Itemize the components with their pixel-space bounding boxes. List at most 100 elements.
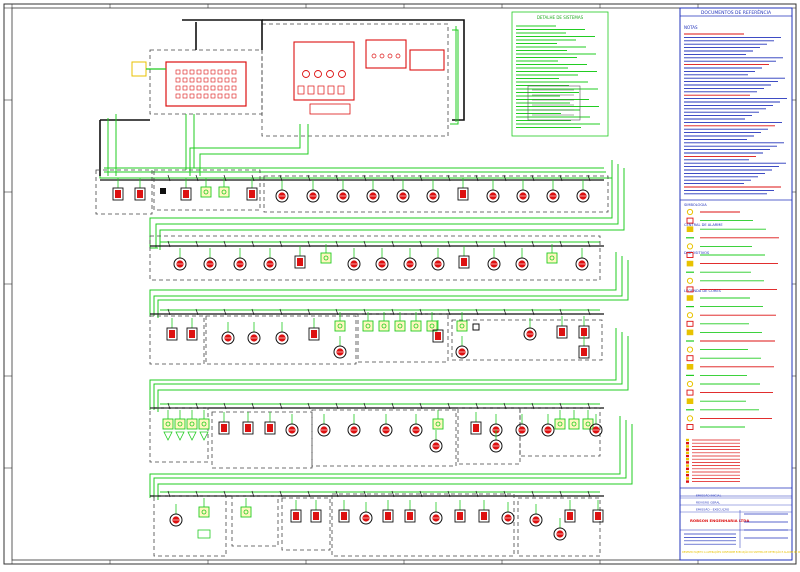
interface-module-icon: [426, 312, 438, 332]
wire-tick: [223, 174, 227, 182]
module-box: [546, 252, 558, 264]
detector-ring: [431, 257, 445, 271]
detector-ring: [575, 257, 589, 271]
station-core: [169, 330, 175, 338]
station-box: [478, 509, 490, 523]
legend-color-swatch: [686, 470, 689, 474]
smoke-detector-icon: [589, 414, 603, 437]
equipment-detail: [297, 53, 401, 115]
station-core: [385, 512, 391, 520]
smoke-detector-icon: [317, 414, 331, 437]
detector-ring: [546, 189, 560, 203]
smoke-detector-icon: [347, 414, 361, 437]
wire-tick: [587, 240, 591, 248]
room-outline: [149, 407, 209, 463]
module-box: [568, 418, 580, 430]
detector-ring: [263, 257, 277, 271]
manual-station-icon: [432, 320, 444, 343]
devices: [112, 174, 604, 541]
manual-station-icon: [457, 178, 469, 201]
panel-cell: [189, 77, 195, 83]
station-core: [249, 190, 255, 198]
smoke-detector-icon: [375, 248, 389, 271]
wire-green: [149, 160, 613, 249]
wire-tick: [195, 174, 199, 182]
legend-station-symbol: [686, 286, 694, 293]
smoke-detector-icon: [523, 318, 537, 341]
legend-detector-symbol: [686, 415, 694, 422]
panel-grid: [131, 61, 237, 99]
detector-ring: [379, 423, 393, 437]
manual-station-icon: [404, 500, 416, 523]
interface-module-icon: [200, 178, 212, 198]
station-core: [457, 512, 463, 520]
notes-diagram-box: [527, 85, 581, 121]
station-core: [473, 424, 479, 432]
smoke-detector-icon: [263, 248, 277, 271]
interface-module-icon: [218, 178, 230, 198]
sounder-icon: [199, 431, 209, 441]
company-name: ROBSON ENGENHARIA LTDA: [690, 518, 749, 523]
wire-tick: [559, 490, 563, 498]
station-core: [313, 512, 319, 520]
detector-ring: [589, 423, 603, 437]
panel-annotation-box: [131, 61, 147, 77]
panel-cell: [203, 93, 209, 99]
smoke-detector-icon: [333, 336, 347, 359]
station-core: [559, 328, 565, 336]
module-dot: [381, 323, 387, 329]
fire-alarm-panel-icon: [165, 61, 247, 107]
module-box: [186, 418, 198, 430]
legend-section-title: SIMBOLOGIA: [684, 203, 707, 207]
equipment-room-box: [261, 23, 449, 137]
smoke-detector-icon: [576, 180, 590, 203]
detector-ring: [489, 439, 503, 453]
manual-station-icon: [578, 316, 590, 339]
smoke-detector-icon: [516, 180, 530, 203]
wire-tick: [167, 308, 171, 316]
wire-tick: [251, 174, 255, 182]
panel-cell: [203, 69, 209, 75]
detector-ring: [409, 423, 423, 437]
smoke-detector-icon: [501, 502, 515, 525]
manual-station-icon: [246, 178, 258, 201]
module-dot: [435, 421, 441, 427]
legend-color-swatch: [686, 451, 689, 454]
station-box: [246, 187, 258, 201]
wire-tick: [475, 174, 479, 182]
panel-cell: [203, 85, 209, 91]
interface-module-icon: [456, 312, 468, 332]
smoke-detector-icon: [221, 322, 235, 345]
module-box: [362, 320, 374, 332]
interface-module-icon: [320, 244, 332, 264]
detector-ring: [333, 345, 347, 359]
smoke-detector-icon: [429, 502, 443, 525]
smoke-detector-icon: [169, 504, 183, 527]
wire-tick: [475, 308, 479, 316]
legend-section-title: DISPOSITIVOS: [684, 251, 710, 255]
wire-tick: [391, 308, 395, 316]
smoke-detector-icon: [426, 180, 440, 203]
wire-tick: [167, 402, 171, 410]
panel-cell: [210, 93, 216, 99]
station-box: [458, 255, 470, 269]
wire-marks: [167, 174, 591, 498]
module-box: [174, 418, 186, 430]
wire-tick: [167, 490, 171, 498]
module-box: [378, 320, 390, 332]
legend-color-swatch: [686, 442, 689, 445]
station-box: [592, 509, 604, 523]
notes-label: NOTAS: [684, 25, 698, 30]
legend-module-symbol: [686, 226, 694, 232]
detail-label: DETALHE DE SISTEMAS: [537, 15, 584, 20]
wire-tick: [195, 240, 199, 248]
notes-box: DETALHE DE SISTEMAS: [511, 11, 609, 137]
room-outline: [205, 315, 357, 365]
module-box: [410, 320, 422, 332]
detector-ring: [501, 511, 515, 525]
interface-module-icon: [162, 410, 174, 430]
station-core: [341, 512, 347, 520]
station-core: [435, 332, 441, 340]
wire-tick: [363, 490, 367, 498]
module-box: [198, 506, 210, 518]
